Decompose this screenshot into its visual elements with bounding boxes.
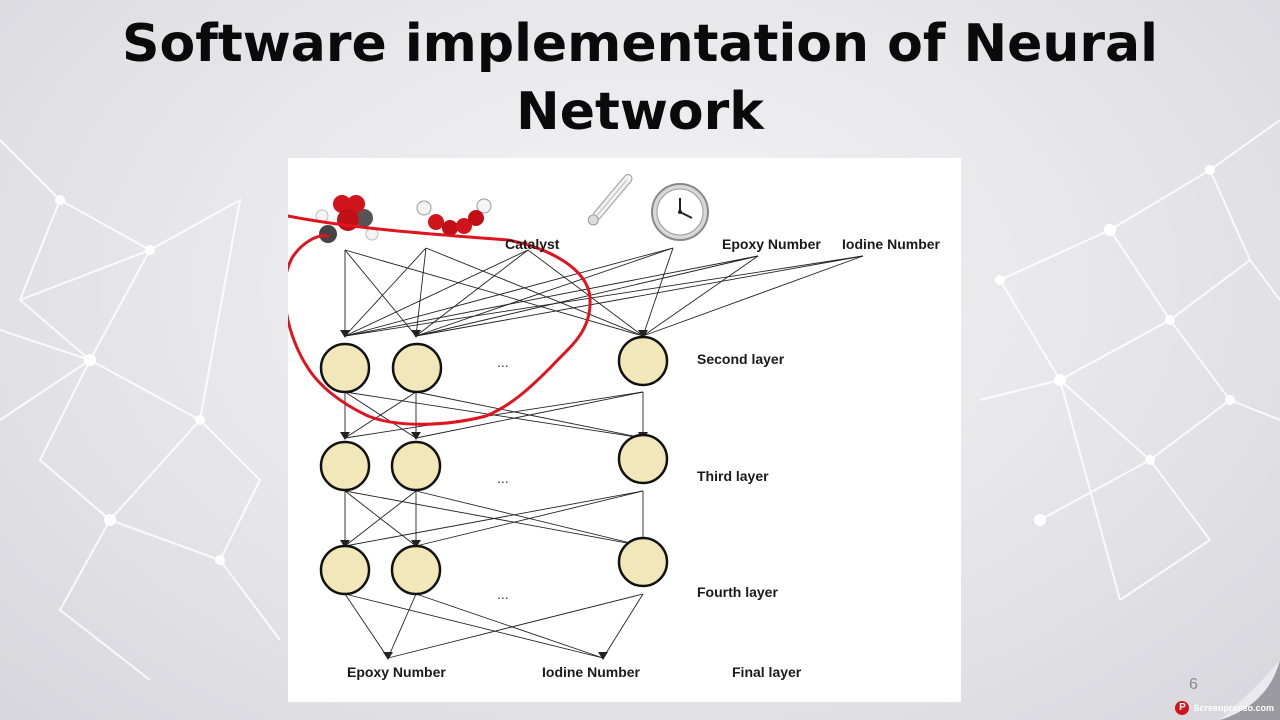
slide-title-line-2: Network <box>516 82 764 142</box>
slide-title: Software implementation of Neural Networ… <box>0 10 1280 146</box>
layer-label-second: Second layer <box>697 351 785 367</box>
arrowheads <box>340 330 648 660</box>
node-layer2-1 <box>319 342 371 394</box>
input-label-catalyst: Catalyst <box>505 236 560 252</box>
node-layer4-2 <box>390 544 442 596</box>
screenpresso-watermark: P Screenpresso.com <box>1175 700 1274 716</box>
node-layer2-n <box>617 335 669 387</box>
screenpresso-logo-icon: P <box>1175 701 1190 715</box>
layer-label-fourth: Fourth layer <box>697 584 778 600</box>
node-layer3-1 <box>319 440 371 492</box>
slide-title-line-1: Software implementation of Neural <box>122 14 1158 74</box>
input-connections <box>344 247 864 337</box>
network-diagram <box>288 174 864 660</box>
ellipsis-layer2: ... <box>497 354 509 370</box>
output-label-iodine-number: Iodine Number <box>542 664 641 680</box>
layer-label-final: Final layer <box>732 664 802 680</box>
thermometer-icon <box>587 174 633 226</box>
input-label-epoxy-number: Epoxy Number <box>722 236 821 252</box>
node-layer3-2 <box>390 440 442 492</box>
node-layer2-2 <box>391 342 443 394</box>
ellipsis-layer4: ... <box>497 586 509 602</box>
red-annotation-loop <box>288 214 592 426</box>
slide-number: 6 <box>1189 676 1198 693</box>
output-label-epoxy-number: Epoxy Number <box>347 664 446 680</box>
layer3-to-layer4-connections <box>344 490 644 547</box>
clock-icon <box>651 183 709 241</box>
molecule-icon <box>416 198 492 236</box>
input-label-iodine-number: Iodine Number <box>842 236 941 252</box>
layer4-to-output-connections <box>344 593 644 659</box>
node-layer3-n <box>617 433 669 485</box>
neural-network-figure: Catalyst Epoxy Number Iodine Number Seco… <box>288 158 961 702</box>
page-curl-decoration <box>1220 660 1280 720</box>
node-layer4-n <box>617 536 669 588</box>
ellipsis-layer3: ... <box>497 470 509 486</box>
layer2-to-layer3-connections <box>344 391 644 439</box>
watermark-text: Screenpresso.com <box>1193 703 1274 713</box>
layer-label-third: Third layer <box>697 468 769 484</box>
node-layer4-1 <box>319 544 371 596</box>
